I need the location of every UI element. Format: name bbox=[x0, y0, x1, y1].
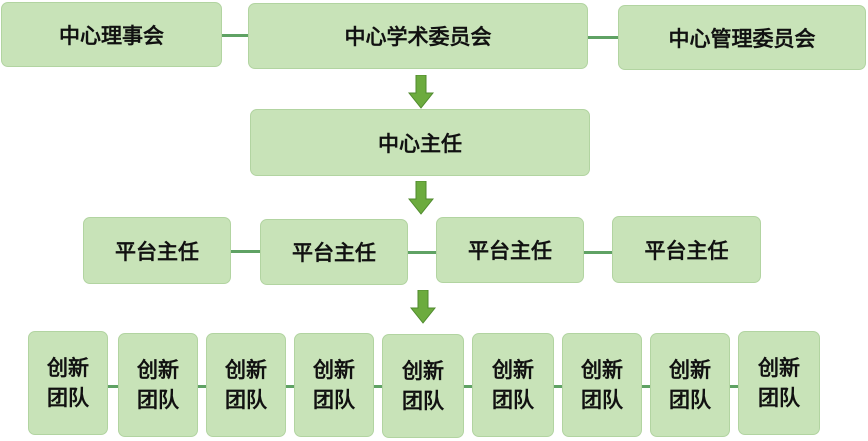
connector-team bbox=[730, 385, 738, 388]
team-label-line1: 创新 bbox=[313, 358, 355, 382]
team-label-line2: 团队 bbox=[47, 386, 89, 410]
node-platform-director: 平台主任 bbox=[436, 217, 584, 283]
team-label-line1: 创新 bbox=[225, 358, 267, 382]
node-innovation-team: 创新 团队 bbox=[738, 331, 820, 435]
connector-team bbox=[108, 385, 118, 388]
node-academic-committee: 中心学术委员会 bbox=[248, 3, 588, 69]
node-platform-director: 平台主任 bbox=[83, 217, 231, 284]
team-label-line2: 团队 bbox=[137, 388, 179, 412]
team-label-line1: 创新 bbox=[492, 358, 534, 382]
node-council: 中心理事会 bbox=[1, 2, 222, 67]
team-label-line1: 创新 bbox=[402, 359, 444, 383]
connector-team bbox=[374, 385, 382, 388]
team-label-line2: 团队 bbox=[225, 388, 267, 412]
team-label-line2: 团队 bbox=[581, 388, 623, 412]
connector-team bbox=[464, 385, 472, 388]
team-label-line2: 团队 bbox=[492, 388, 534, 412]
team-label-line1: 创新 bbox=[758, 356, 800, 380]
team-label-line2: 团队 bbox=[402, 389, 444, 413]
node-platform-director: 平台主任 bbox=[260, 219, 408, 285]
team-label-line2: 团队 bbox=[313, 388, 355, 412]
team-label-line1: 创新 bbox=[669, 358, 711, 382]
connector-team bbox=[286, 385, 294, 388]
arrow-down-icon bbox=[408, 75, 434, 109]
node-innovation-team: 创新 团队 bbox=[28, 331, 108, 435]
node-innovation-team: 创新 团队 bbox=[382, 334, 464, 438]
team-label-line2: 团队 bbox=[669, 388, 711, 412]
node-innovation-team: 创新 团队 bbox=[294, 333, 374, 437]
arrow-down-icon bbox=[410, 290, 436, 324]
team-label-line2: 团队 bbox=[758, 386, 800, 410]
connector-platform bbox=[584, 251, 612, 254]
connector-team bbox=[642, 385, 650, 388]
node-management-committee: 中心管理委员会 bbox=[618, 5, 866, 70]
node-innovation-team: 创新 团队 bbox=[562, 333, 642, 437]
node-platform-director: 平台主任 bbox=[612, 216, 761, 283]
node-innovation-team: 创新 团队 bbox=[206, 333, 286, 437]
team-label-line1: 创新 bbox=[137, 358, 179, 382]
connector-team bbox=[554, 385, 562, 388]
team-label-line1: 创新 bbox=[47, 356, 89, 380]
node-director: 中心主任 bbox=[250, 109, 590, 176]
connector-platform bbox=[408, 251, 436, 254]
node-innovation-team: 创新 团队 bbox=[472, 333, 554, 437]
connector-team bbox=[198, 385, 206, 388]
connector-academic-management bbox=[588, 36, 618, 39]
connector-platform bbox=[231, 250, 260, 253]
team-label-line1: 创新 bbox=[581, 358, 623, 382]
arrow-down-icon bbox=[408, 181, 434, 215]
node-innovation-team: 创新 团队 bbox=[650, 333, 730, 437]
node-innovation-team: 创新 团队 bbox=[118, 333, 198, 437]
connector-council-academic bbox=[222, 34, 248, 37]
